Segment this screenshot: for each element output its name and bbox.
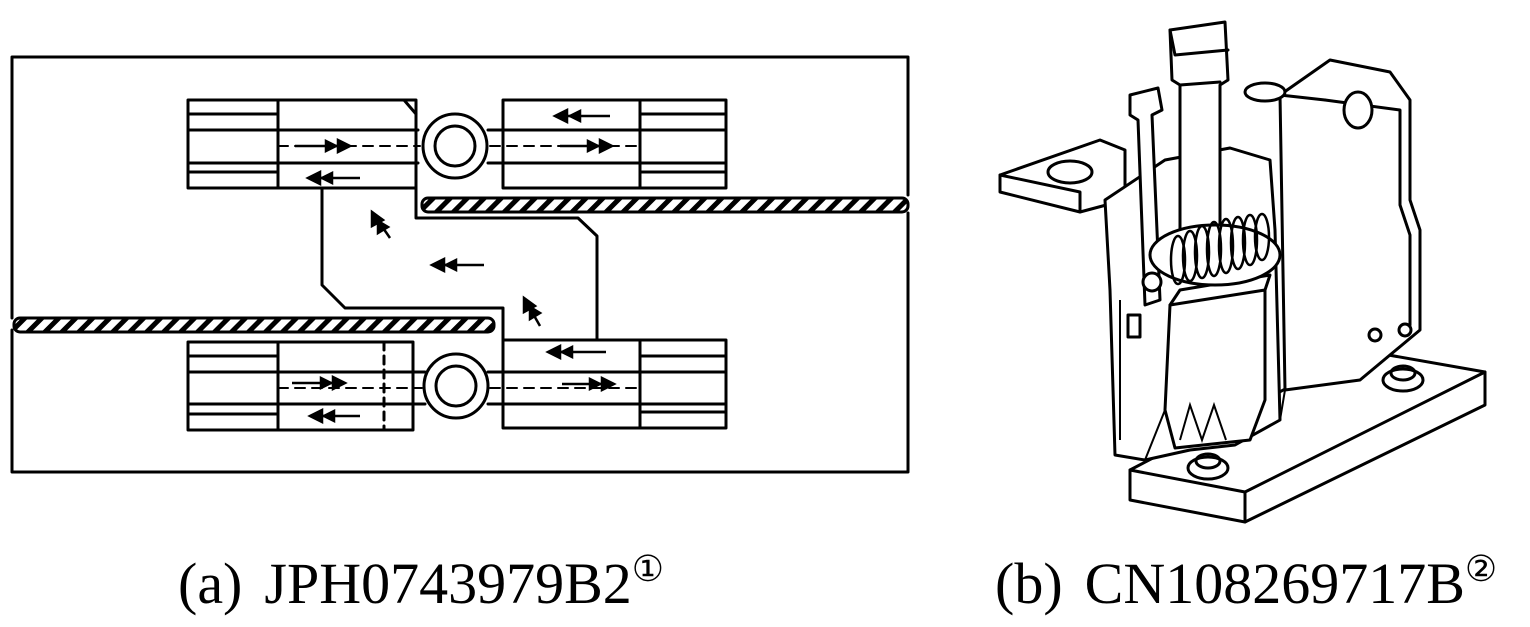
caption-b-number: CN108269717B — [1084, 551, 1465, 616]
caption-a-number: JPH0743979B2 — [264, 551, 632, 616]
housing-top-hole — [1243, 81, 1287, 103]
contact-layout-svg — [10, 55, 910, 474]
caption-a: (a) JPH0743979B2① — [178, 551, 664, 613]
housing-body — [1278, 58, 1422, 392]
caption-a-note: ① — [631, 549, 665, 589]
caption-b-note: ② — [1464, 549, 1498, 589]
conductor-right-edge — [414, 112, 642, 342]
tab-hole — [1046, 159, 1094, 185]
bottom-left-block — [186, 340, 427, 432]
detail-lines — [1104, 199, 1286, 461]
spring-coils — [1169, 212, 1271, 286]
caption-a-label: (a) — [178, 551, 243, 616]
lower-busbar — [12, 316, 496, 334]
upper-busbar — [420, 196, 910, 214]
bottom-ring-outer — [422, 352, 490, 420]
conductor-left-edge — [320, 186, 505, 342]
top-left-block — [186, 98, 420, 190]
relay-assembly-svg — [998, 20, 1487, 524]
frame-slot — [1126, 313, 1142, 339]
bottom-ring-inner — [434, 364, 478, 408]
figure-a-drawing — [10, 55, 910, 474]
frame-outline — [10, 55, 910, 474]
housing-side-slot — [1342, 90, 1374, 130]
caption-b-label: (b) — [995, 551, 1063, 616]
caption-b: (b) CN108269717B② — [995, 551, 1497, 613]
top-ring-outer — [421, 112, 489, 180]
top-right-block — [486, 98, 728, 190]
coil-block — [1163, 288, 1267, 450]
top-ring-inner — [433, 124, 477, 168]
current-arrows — [292, 107, 617, 425]
pivot-pin — [1141, 271, 1163, 293]
figure-b-drawing — [980, 0, 1520, 540]
